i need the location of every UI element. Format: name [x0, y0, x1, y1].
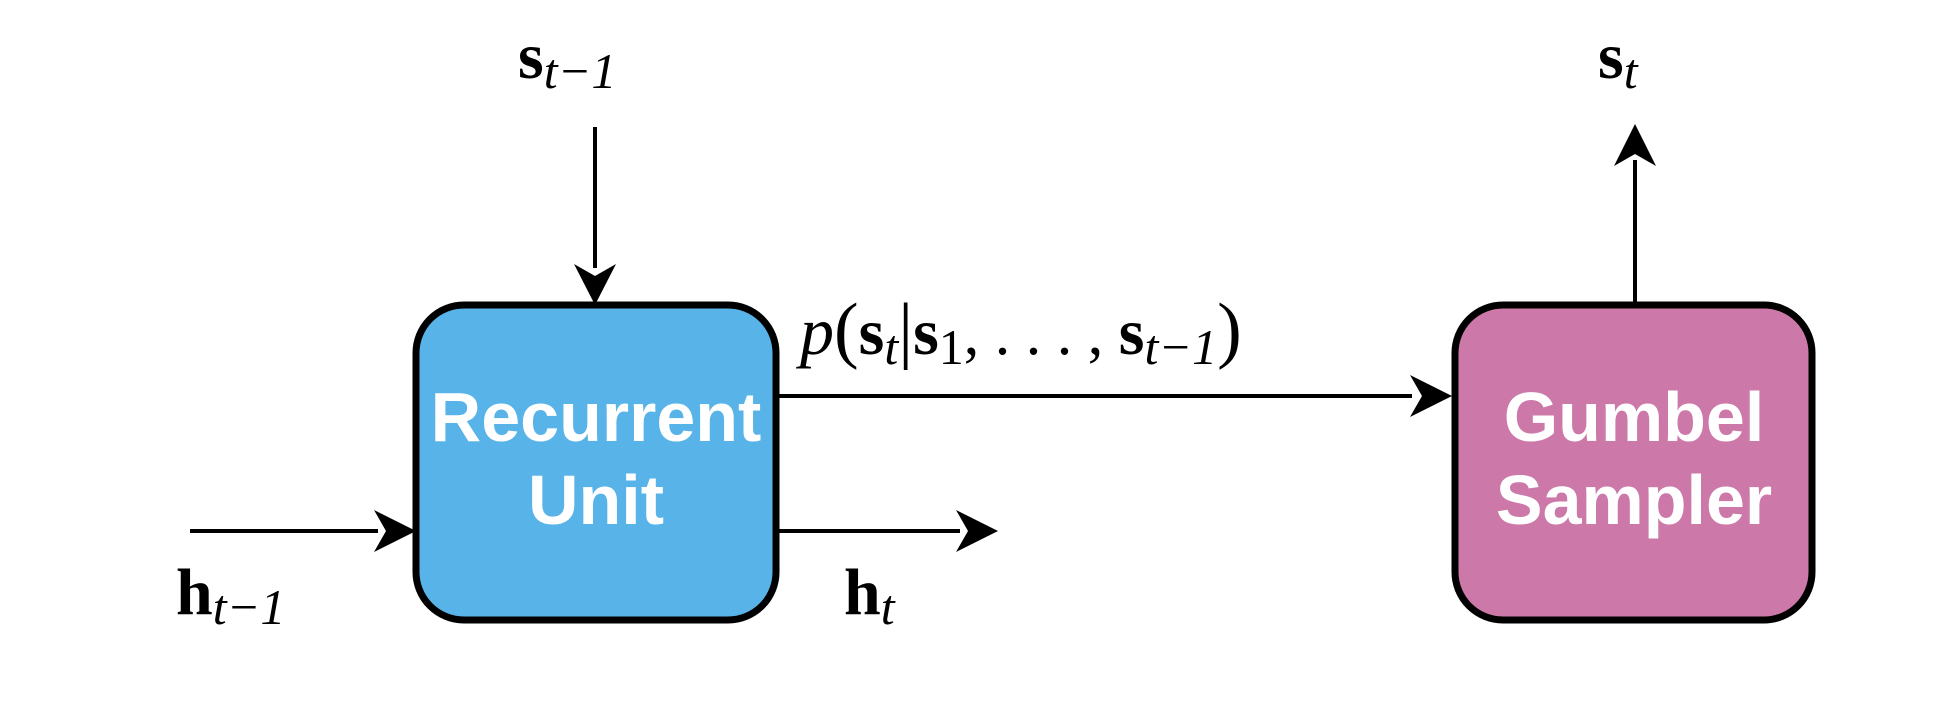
gumbel-sampler-label-line2: Sampler: [1496, 461, 1772, 539]
gumbel-sampler-box: Gumbel Sampler: [1451, 301, 1816, 624]
arrow-s-prev-to-recurrent: [574, 127, 616, 305]
label-s-t: st: [1598, 20, 1639, 99]
gumbel-sampler-shape: [1451, 301, 1816, 624]
recurrent-unit-box: Recurrent Unit: [412, 301, 780, 624]
recurrent-unit-shape: [412, 301, 780, 624]
arrow-recurrent-to-sampler: [778, 375, 1452, 417]
arrow-recurrent-to-h-t: [778, 510, 998, 552]
label-h-prev: ht−1: [176, 556, 285, 635]
recurrent-unit-label-line2: Unit: [528, 461, 664, 539]
label-s-prev: st−1: [518, 20, 616, 99]
arrow-h-prev-to-recurrent: [190, 510, 416, 552]
label-probability: p(st|s1, . . . , st−1): [796, 289, 1242, 375]
gumbel-sampler-label-line1: Gumbel: [1504, 378, 1765, 456]
label-h-t: ht: [844, 556, 896, 635]
recurrent-unit-label-line1: Recurrent: [431, 378, 762, 456]
arrow-sampler-to-s-t: [1614, 124, 1656, 302]
